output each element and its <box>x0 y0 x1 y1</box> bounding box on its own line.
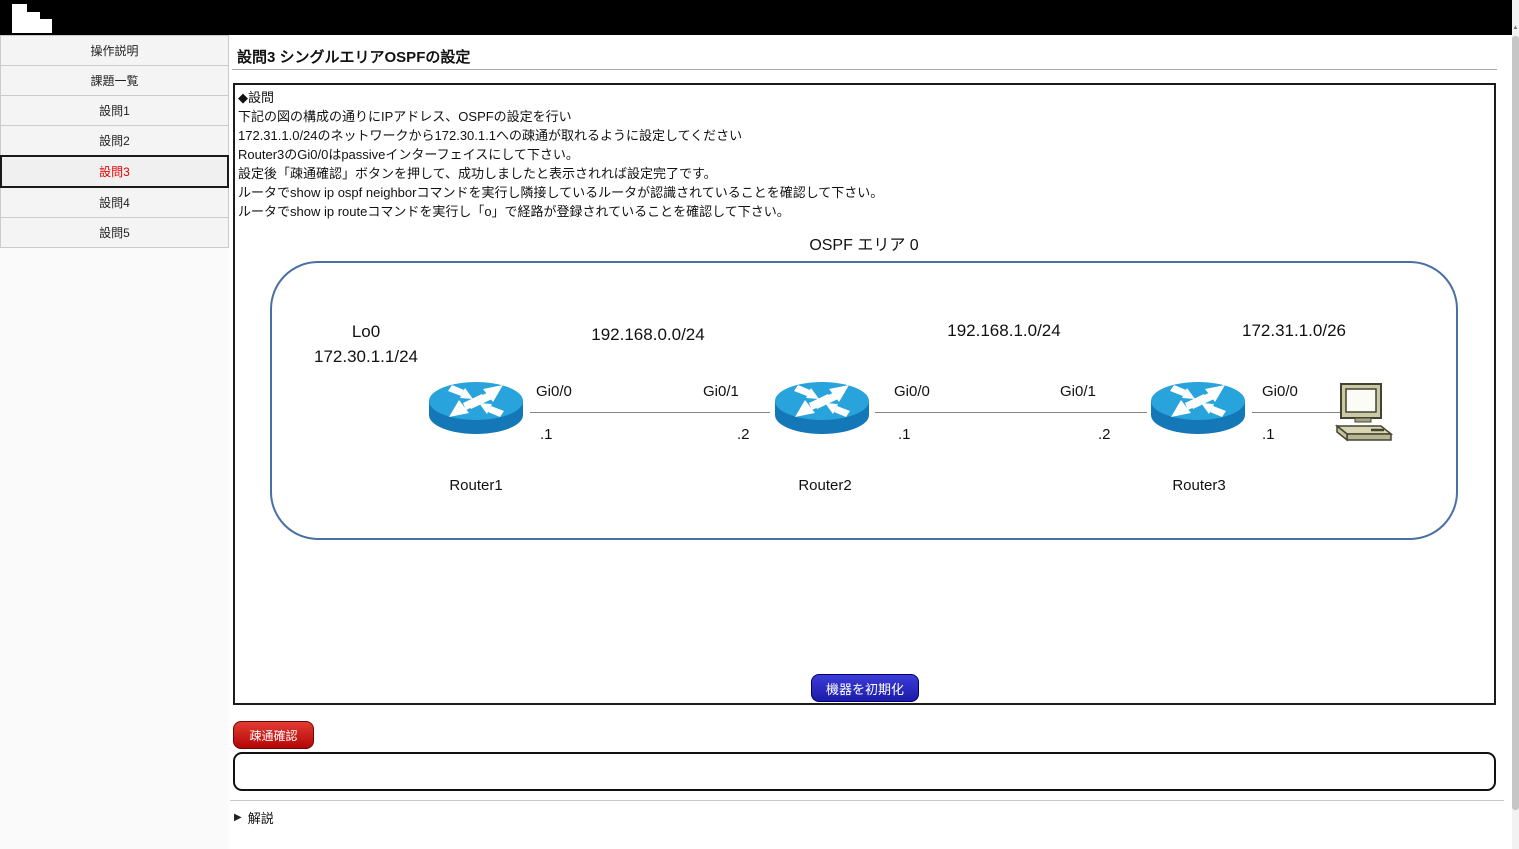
interface-label: Gi0/0 <box>1262 383 1298 400</box>
triangle-right-icon: ▶ <box>234 812 242 823</box>
question-heading: ◆設問 <box>238 90 274 105</box>
router3-name: Router3 <box>1172 477 1226 494</box>
sidebar-item-question1[interactable]: 設問1 <box>0 95 229 126</box>
loopback-label: Lo0 172.30.1.1/24 <box>281 319 451 369</box>
init-devices-button[interactable]: 機器を初期化 <box>811 674 919 702</box>
vertical-scrollbar[interactable]: ▲ <box>1512 0 1519 849</box>
scroll-up-icon[interactable]: ▲ <box>1512 25 1519 31</box>
site-logo-icon[interactable] <box>12 3 56 33</box>
top-bar <box>0 0 1512 35</box>
sidebar-item-task-list[interactable]: 課題一覧 <box>0 65 229 96</box>
bottom-divider <box>230 800 1504 801</box>
loopback-name: Lo0 <box>351 322 381 341</box>
link-router1-router2 <box>530 412 770 413</box>
ospf-area-title: OSPF エリア 0 <box>809 237 919 254</box>
sidebar-item-label: 設問4 <box>99 196 130 210</box>
ospf-area-outline <box>270 261 1458 540</box>
question-line: 設定後「疎通確認」ボタンを押して、成功しましたと表示されれば設定完了です。 <box>238 166 717 181</box>
link-router3-pc <box>1252 412 1340 413</box>
question-box: ◆設問 下記の図の構成の通りにIPアドレス、OSPFの設定を行い 172.31.… <box>233 83 1496 705</box>
network-label-2: 192.168.1.0/24 <box>947 321 1061 340</box>
interface-label: Gi0/0 <box>894 383 930 400</box>
interface-label: Gi0/1 <box>1060 383 1096 400</box>
question-line: ルータでshow ip ospf neighborコマンドを実行し隣接しているル… <box>238 185 884 200</box>
question-line: ルータでshow ip routeコマンドを実行し「o」で経路が登録されているこ… <box>238 204 790 219</box>
network-label-3: 172.31.1.0/26 <box>1242 321 1346 340</box>
router2-icon <box>769 373 875 441</box>
question-text: ◆設問 下記の図の構成の通りにIPアドレス、OSPFの設定を行い 172.31.… <box>238 88 883 221</box>
question-line: 下記の図の構成の通りにIPアドレス、OSPFの設定を行い <box>238 109 572 124</box>
interface-label: Gi0/1 <box>703 383 739 400</box>
router1-name: Router1 <box>449 477 503 494</box>
sidebar-item-question4[interactable]: 設問4 <box>0 187 229 218</box>
interface-ip: .1 <box>1262 426 1275 443</box>
question-line: 172.31.1.0/24のネットワークから172.30.1.1への疎通が取れる… <box>238 128 743 143</box>
loopback-network: 172.30.1.1/24 <box>314 347 418 366</box>
sidebar-item-label: 設問1 <box>99 104 130 118</box>
router1-icon <box>423 373 529 441</box>
result-output <box>233 752 1496 791</box>
scrollbar-thumb[interactable] <box>1512 36 1519 810</box>
link-router2-router3 <box>875 412 1147 413</box>
sidebar-item-question5[interactable]: 設問5 <box>0 217 229 248</box>
sidebar-item-label: 設問3 <box>99 165 130 179</box>
question-line: Router3のGi0/0はpassiveインターフェイスにして下さい。 <box>238 147 579 162</box>
network-label-1: 192.168.0.0/24 <box>591 325 705 344</box>
interface-ip: .2 <box>1098 426 1111 443</box>
router2-name: Router2 <box>798 477 852 494</box>
interface-label: Gi0/0 <box>536 383 572 400</box>
title-divider <box>232 69 1497 70</box>
explanation-label: 解説 <box>247 811 274 826</box>
connectivity-check-button[interactable]: 疎通確認 <box>233 721 314 749</box>
sidebar-item-label: 課題一覧 <box>90 74 139 88</box>
sidebar-item-label: 設問5 <box>99 226 130 240</box>
explanation-toggle[interactable]: ▶ 解説 <box>234 808 274 827</box>
interface-ip: .2 <box>737 426 750 443</box>
sidebar: 操作説明 課題一覧 設問1 設問2 設問3 設問4 設問5 <box>0 35 229 849</box>
router3-icon <box>1145 373 1251 441</box>
pc-icon <box>1335 382 1393 444</box>
main-content: 設問3 シングルエリアOSPFの設定 ◆設問 下記の図の構成の通りにIPアドレス… <box>230 35 1512 849</box>
sidebar-item-question2[interactable]: 設問2 <box>0 125 229 156</box>
interface-ip: .1 <box>898 426 911 443</box>
sidebar-item-operation-guide[interactable]: 操作説明 <box>0 35 229 66</box>
sidebar-item-label: 操作説明 <box>90 44 139 58</box>
page-title: 設問3 シングルエリアOSPFの設定 <box>237 49 471 66</box>
sidebar-item-label: 設問2 <box>99 134 130 148</box>
sidebar-item-question3[interactable]: 設問3 <box>0 155 229 188</box>
interface-ip: .1 <box>540 426 553 443</box>
